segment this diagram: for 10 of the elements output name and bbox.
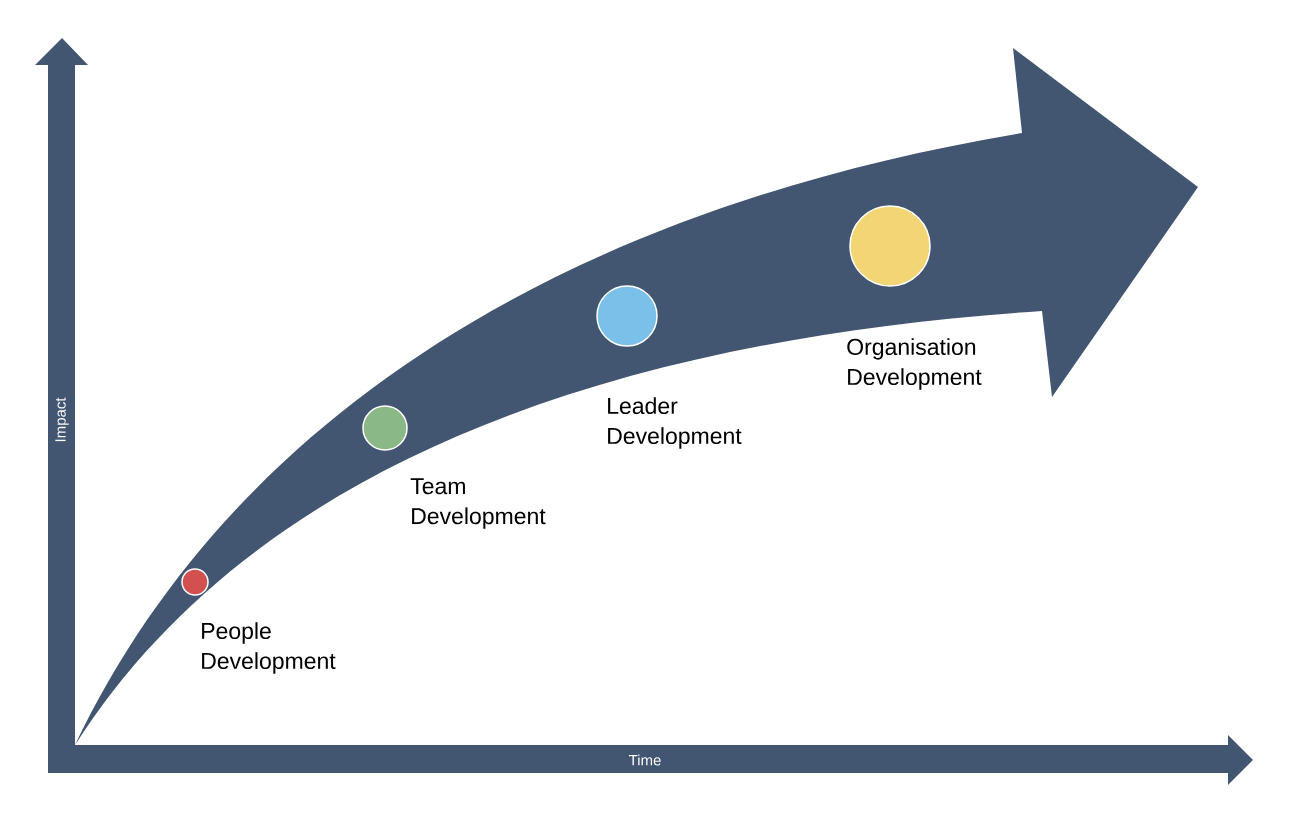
axis-label: Impact — [55, 397, 69, 442]
stage-circle — [596, 285, 658, 347]
stage-circle — [362, 405, 408, 451]
stage-label: Team Development — [410, 478, 546, 529]
stage-circle — [849, 205, 931, 287]
stage-circle — [181, 568, 209, 596]
stage-label: Leader Development — [608, 397, 742, 449]
axis-label: Time — [628, 754, 661, 766]
stage-label: People Development — [202, 622, 336, 674]
stage-label: Organisation Development — [847, 338, 982, 390]
